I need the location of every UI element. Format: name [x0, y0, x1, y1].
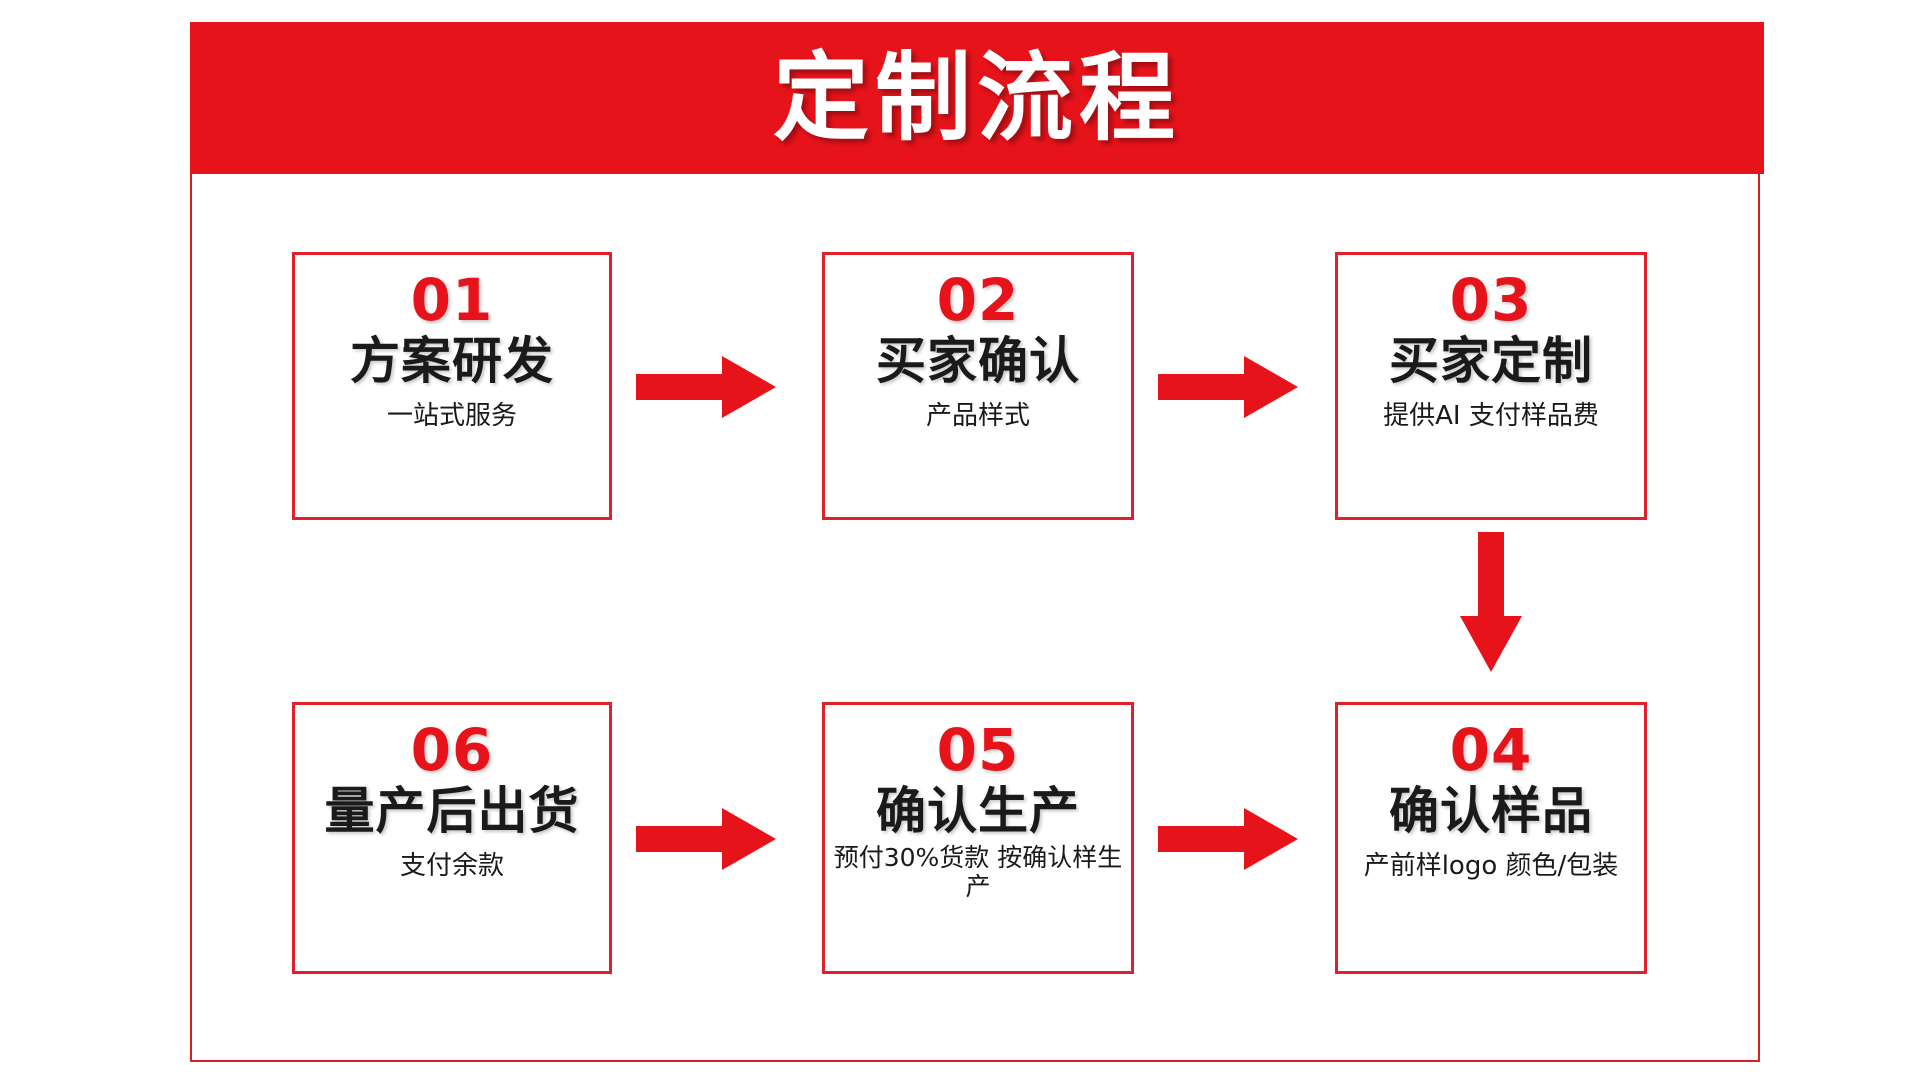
arrow-right-icon: [636, 354, 776, 420]
step-number-02: 02: [936, 266, 1020, 334]
arrow-right-icon: [636, 806, 776, 872]
step-title-02: 买家确认: [876, 331, 1080, 390]
step-subtitle-03: 提供AI 支付样品费: [1383, 400, 1599, 431]
step-number-01: 01: [410, 266, 494, 334]
step-title-01: 方案研发: [350, 331, 554, 390]
flowchart-poster: 定制流程 01 方案研发 一站式服务 02 买家确认 产品样式 03 买家定制 …: [190, 22, 1764, 1062]
step-number-05: 05: [936, 716, 1020, 784]
page-title: 定制流程: [773, 42, 1181, 154]
step-number-04: 04: [1449, 716, 1533, 784]
step-subtitle-06: 支付余款: [399, 850, 504, 881]
step-box-04: 04 确认样品 产前样logo 颜色/包装: [1335, 702, 1647, 974]
step-box-05: 05 确认生产 预付30%货款 按确认样生产: [822, 702, 1134, 974]
step-box-03: 03 买家定制 提供AI 支付样品费: [1335, 252, 1647, 520]
step-title-04: 确认样品: [1389, 781, 1593, 840]
step-title-06: 量产后出货: [324, 781, 580, 840]
step-box-06: 06 量产后出货 支付余款: [292, 702, 612, 974]
arrow-right-icon: [1158, 354, 1298, 420]
step-number-06: 06: [410, 716, 494, 784]
step-subtitle-05: 预付30%货款 按确认样生产: [833, 842, 1123, 902]
step-title-03: 买家定制: [1389, 331, 1593, 390]
step-number-03: 03: [1449, 266, 1533, 334]
step-title-05: 确认生产: [876, 781, 1080, 840]
step-box-01: 01 方案研发 一站式服务: [292, 252, 612, 520]
step-subtitle-02: 产品样式: [925, 400, 1030, 431]
step-subtitle-04: 产前样logo 颜色/包装: [1363, 850, 1619, 881]
step-box-02: 02 买家确认 产品样式: [822, 252, 1134, 520]
arrow-down-icon: [1458, 532, 1524, 672]
title-banner: 定制流程: [190, 22, 1764, 174]
arrow-right-icon: [1158, 806, 1298, 872]
step-subtitle-01: 一站式服务: [386, 400, 517, 431]
